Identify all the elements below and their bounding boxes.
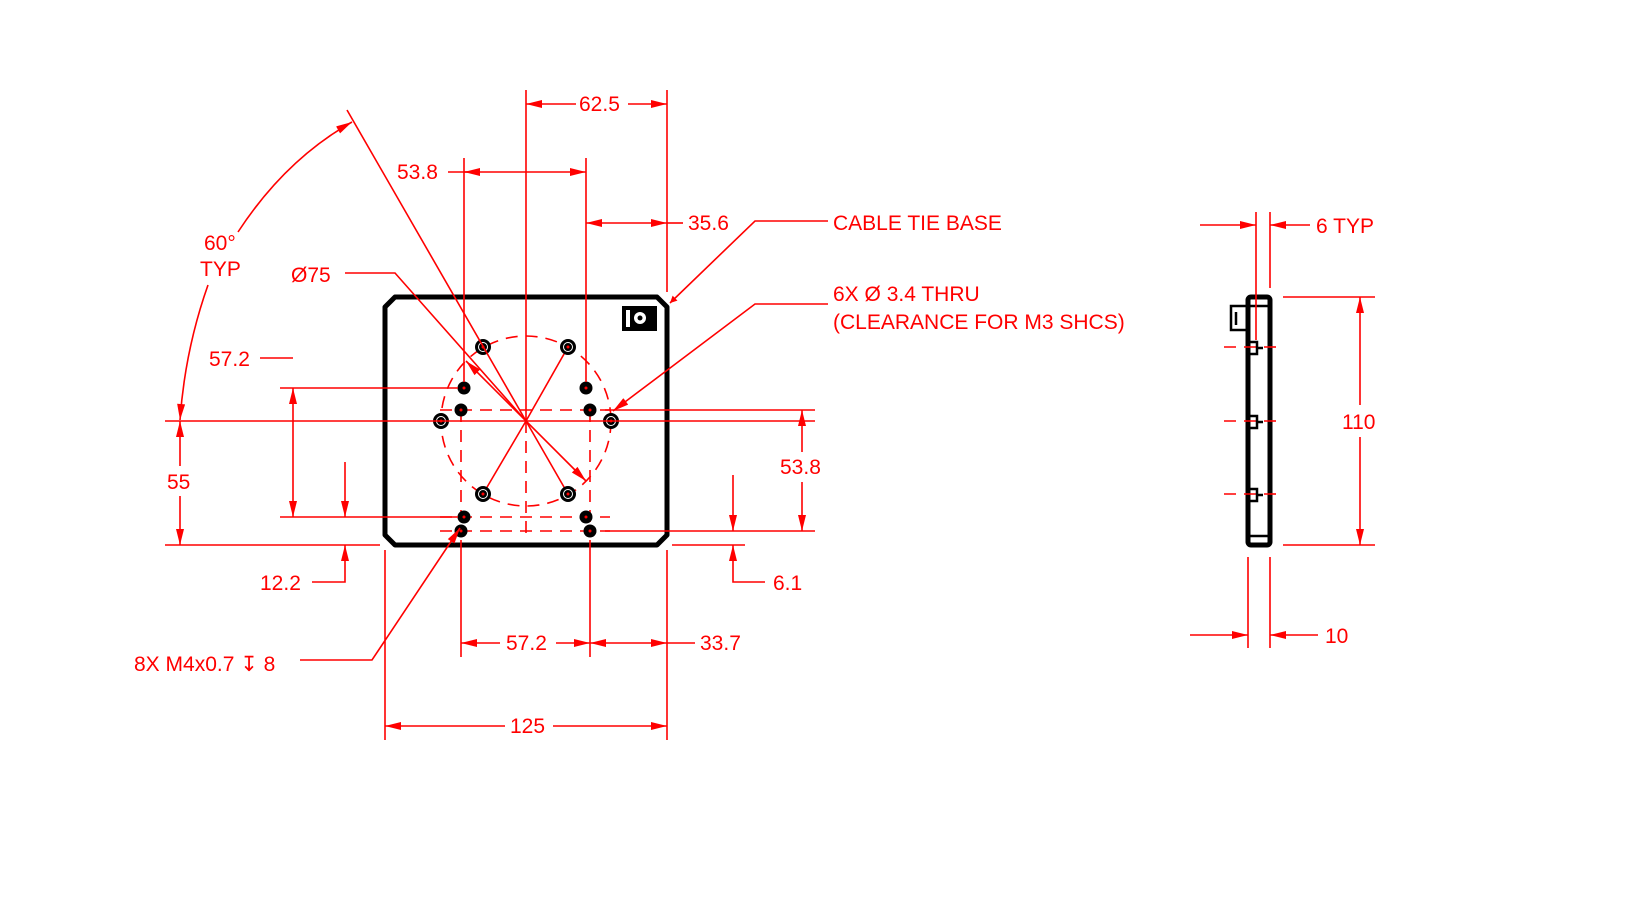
tapped-hole [454, 524, 468, 538]
dim-6-1: 6.1 [773, 572, 802, 595]
side-hole-marks [1224, 340, 1282, 503]
cable-tie-base-icon [622, 306, 657, 331]
tapped-hole [583, 403, 597, 417]
clearance-holes [433, 339, 619, 502]
tapped-hole [457, 510, 471, 524]
angle-typ-label: TYP [200, 258, 241, 281]
plate-outline [382, 294, 670, 548]
dim-125: 125 [510, 715, 545, 738]
holes-label-line1: 6X Ø 3.4 THRU [833, 283, 980, 306]
clearance-hole [560, 486, 576, 502]
cable-tie-label: CABLE TIE BASE [833, 212, 1002, 235]
dim-53-8-top: 53.8 [397, 161, 438, 184]
side-view: 6 TYP 110 10 [1190, 212, 1375, 648]
holes-label-line2: (CLEARANCE FOR M3 SHCS) [833, 311, 1125, 334]
dim-55: 55 [167, 471, 190, 494]
dim-53-8-right: 53.8 [780, 456, 821, 479]
clearance-hole [475, 486, 491, 502]
clearance-hole [560, 339, 576, 355]
tapped-hole [583, 524, 597, 538]
dim-110: 110 [1342, 411, 1375, 434]
dim-57-2-bottom: 57.2 [506, 632, 547, 655]
front-view: 62.5 53.8 35.6 CABLE TIE BASE 6X Ø 3.4 T… [134, 90, 1125, 740]
angle-label: 60° [204, 232, 236, 255]
tapped-hole [579, 510, 593, 524]
dim-12-2: 12.2 [260, 572, 301, 595]
tapped-hole [457, 381, 471, 395]
dim-33-7: 33.7 [700, 632, 741, 655]
dimension-lines [176, 100, 828, 730]
dim-6-typ: 6 TYP [1316, 215, 1374, 238]
tapped-hole [454, 403, 468, 417]
tapped-holes-label: 8X M4x0.7 ↧ 8 [134, 653, 275, 676]
side-cable-tie-base [1229, 304, 1250, 332]
tapped-hole [579, 381, 593, 395]
dim-35-6: 35.6 [688, 212, 729, 235]
dim-62-5: 62.5 [579, 93, 620, 116]
dim-10: 10 [1325, 625, 1348, 648]
bolt-circle-label: Ø75 [291, 264, 331, 287]
dim-57-2-left: 57.2 [209, 348, 250, 371]
